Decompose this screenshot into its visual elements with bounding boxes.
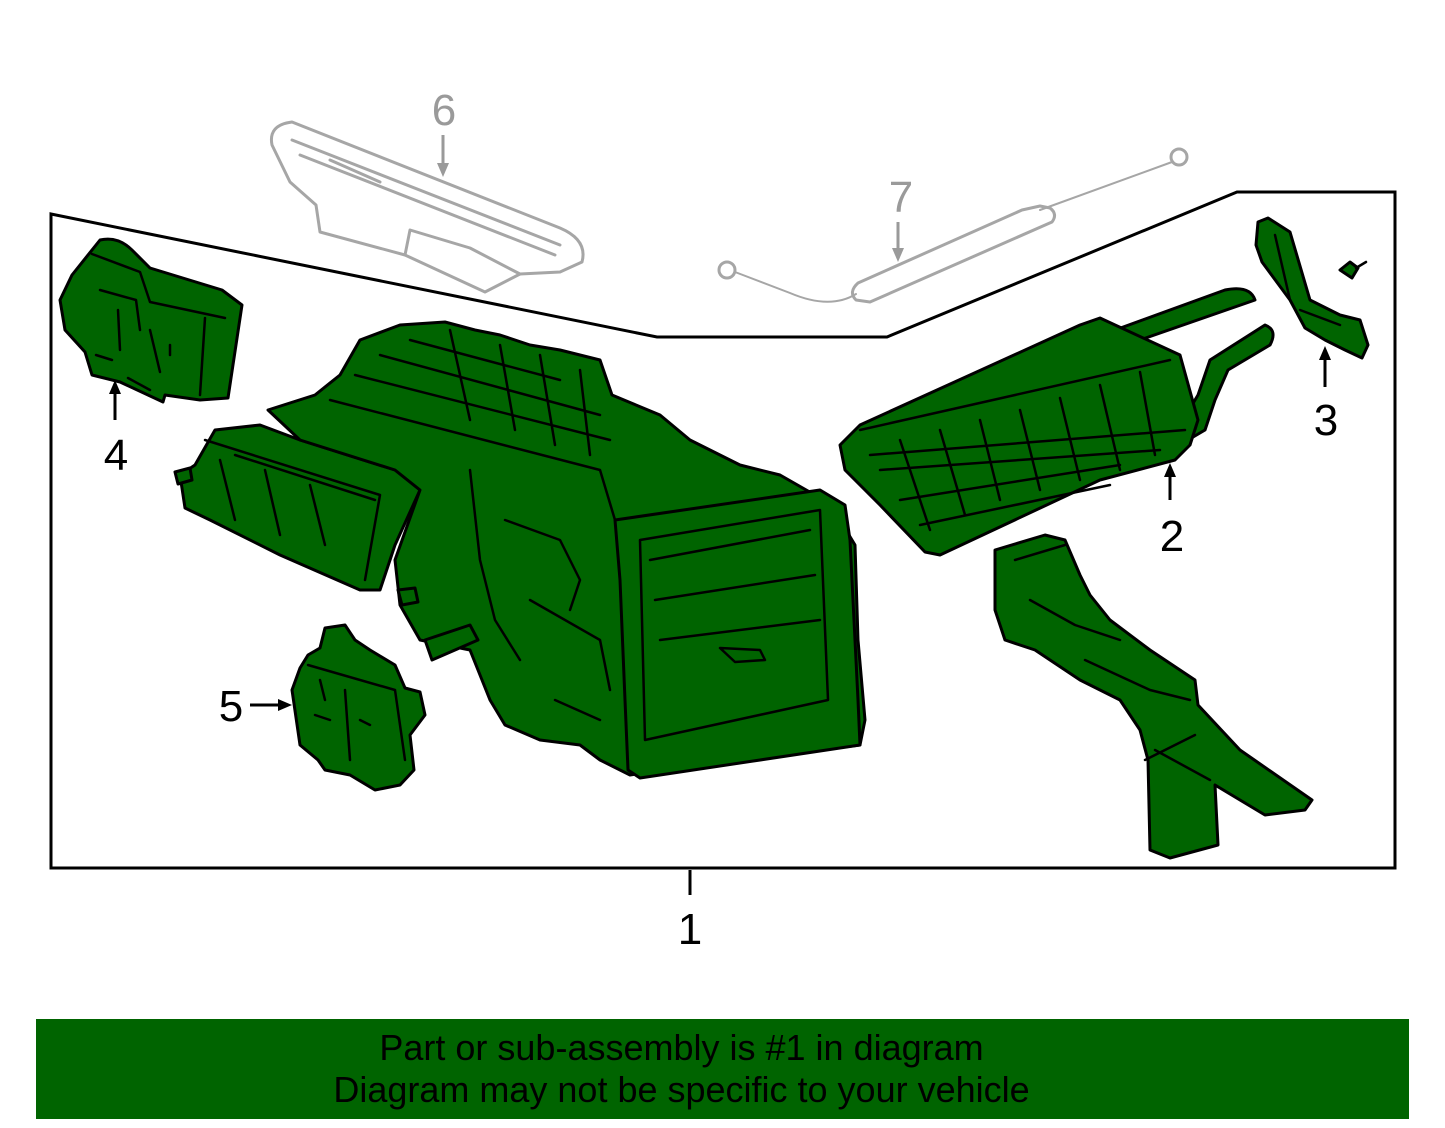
part-4-actuator[interactable] (58, 237, 244, 404)
callout-7: 7 (889, 173, 913, 222)
banner-line-1: Part or sub-assembly is #1 in diagram (379, 1027, 984, 1068)
callout-5: 5 (219, 682, 243, 731)
part-2-heater-core[interactable] (838, 287, 1275, 557)
part-5-actuator[interactable] (290, 623, 427, 792)
part-1-hvac-housing[interactable] (173, 320, 867, 780)
banner-line-2: Diagram may not be specific to your vehi… (333, 1069, 1030, 1110)
callout-1: 1 (678, 905, 702, 954)
part-6-duct[interactable] (269, 120, 585, 294)
parts-diagram: 1 2 3 4 5 6 7 (49, 86, 1397, 954)
info-banner: Part or sub-assembly is #1 in diagram Di… (36, 1019, 1409, 1119)
leader-lines (109, 135, 1331, 895)
callout-4: 4 (104, 431, 128, 480)
floor-duct[interactable] (993, 533, 1314, 860)
callout-3: 3 (1314, 396, 1338, 445)
part-3-bracket[interactable] (1254, 216, 1370, 360)
assembly-frame (49, 190, 1397, 870)
callout-2: 2 (1160, 512, 1184, 561)
callout-6: 6 (432, 86, 456, 135)
part-7-cable[interactable] (717, 147, 1189, 304)
